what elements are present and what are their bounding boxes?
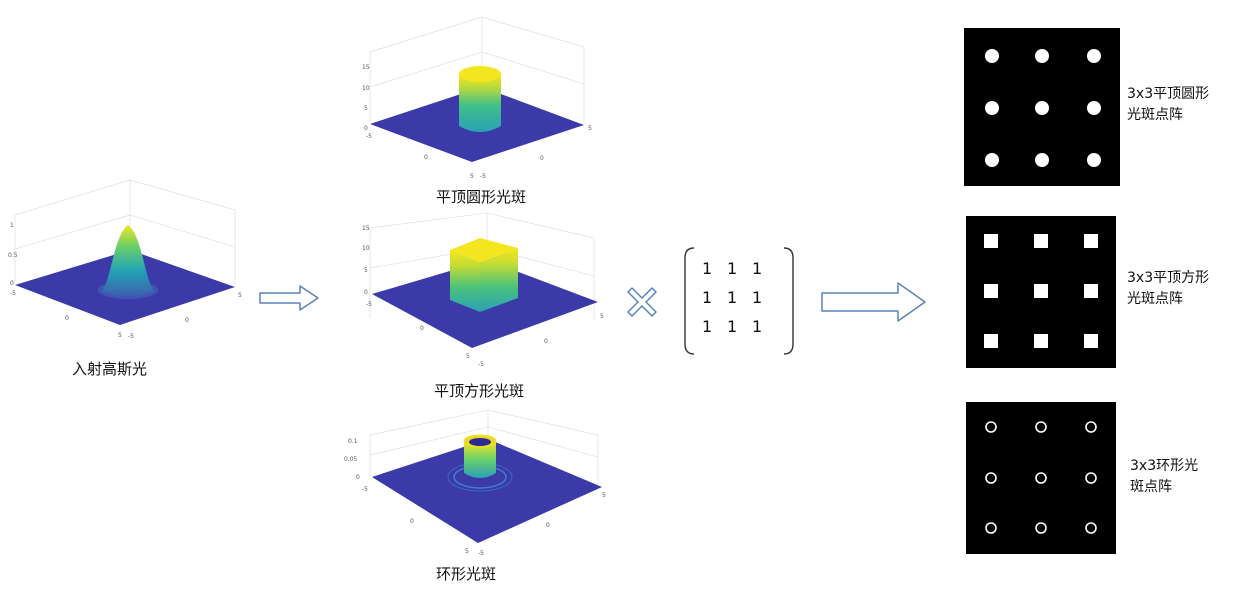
xtick: 5 — [466, 353, 470, 360]
arrow-2 — [820, 280, 928, 328]
ztick: 0.5 — [8, 252, 18, 259]
round-spot-array — [985, 49, 1101, 167]
caption-ring: 环形光斑 — [436, 565, 497, 583]
flat-square-plot-svg: 15 10 5 0 -5 0 5 5 0 -5 — [362, 212, 604, 368]
flat-round-cylinder — [459, 74, 501, 132]
output-round-label-line1: 3x3平顶圆形 — [1127, 86, 1210, 102]
gaussian-peak — [102, 225, 154, 296]
ytick: 0 — [540, 155, 544, 162]
flat-round-plot: 15 10 5 0 -5 0 5 5 0 -5 — [362, 12, 602, 182]
ytick: 0 — [546, 522, 550, 529]
square-spot-array — [984, 234, 1098, 348]
matrix-svg: 1 1 1 1 1 1 1 1 1 — [684, 247, 794, 355]
output-ring-panel — [966, 402, 1116, 554]
ring-spot-array — [985, 421, 1097, 534]
matrix-cell: 1 — [727, 288, 737, 307]
output-ring-label-line2: 斑点阵 — [1130, 479, 1172, 495]
ytick: -5 — [478, 550, 484, 557]
caption-flat-square: 平顶方形光斑 — [434, 382, 525, 400]
ytick: 5 — [238, 292, 242, 299]
ztick: 0 — [10, 280, 14, 287]
ytick: -5 — [128, 333, 134, 340]
xtick: 5 — [470, 173, 474, 180]
matrix-cell: 1 — [727, 317, 737, 336]
ztick: 0.05 — [344, 456, 358, 463]
xtick: -5 — [366, 301, 372, 308]
xtick: 0 — [65, 315, 69, 322]
multiply-symbol — [624, 284, 660, 324]
output-round-label: 3x3平顶圆形 光斑点阵 — [1127, 84, 1209, 126]
output-ring-label-line1: 3x3环形光 — [1130, 458, 1199, 474]
ztick: 15 — [362, 225, 370, 232]
ztick: 0.1 — [348, 438, 358, 445]
ytick: 5 — [588, 125, 592, 132]
ytick: 5 — [602, 492, 606, 499]
ytick: 0 — [544, 338, 548, 345]
ztick: 0 — [356, 474, 360, 481]
matrix-bracket-right — [783, 247, 794, 355]
matrix-cell: 1 — [702, 259, 712, 278]
matrix: 1 1 1 1 1 1 1 1 1 — [682, 244, 802, 363]
matrix-cell: 1 — [702, 288, 712, 307]
output-ring-label: 3x3环形光 斑点阵 — [1130, 456, 1198, 498]
flat-round-plot-svg: 15 10 5 0 -5 0 5 5 0 -5 — [362, 16, 592, 180]
xtick: 5 — [118, 332, 122, 339]
ztick: 15 — [362, 64, 370, 71]
arrow-right-icon — [259, 285, 319, 311]
xtick: 0 — [410, 518, 414, 525]
xtick: -5 — [10, 290, 16, 297]
flat-square-side-left — [450, 250, 480, 312]
caption-gaussian: 入射高斯光 — [72, 360, 148, 378]
ztick: 5 — [364, 267, 368, 274]
output-square-label: 3x3平顶方形 光斑点阵 — [1127, 268, 1209, 310]
arrow-1 — [258, 284, 320, 316]
matrix-cell: 1 — [752, 317, 762, 336]
ytick: 0 — [185, 317, 189, 324]
matrix-bracket-left — [684, 247, 695, 355]
ztick: 0 — [364, 289, 368, 296]
ring-wall — [464, 441, 496, 478]
ytick: -5 — [478, 361, 484, 368]
ytick: -5 — [480, 173, 486, 180]
ztick: 10 — [362, 245, 370, 252]
matrix-cell: 1 — [752, 288, 762, 307]
gaussian-plot-svg: 1 0.5 0 -5 0 5 5 0 -5 — [8, 179, 242, 340]
xtick: -5 — [362, 486, 368, 493]
flat-square-top — [450, 238, 518, 262]
multiply-icon — [627, 287, 657, 317]
axes-box — [14, 179, 236, 285]
ztick: 0 — [364, 125, 368, 132]
output-round-label-line2: 光斑点阵 — [1127, 107, 1183, 123]
xtick: 5 — [465, 548, 469, 555]
output-round-panel — [964, 28, 1120, 186]
ztick: 5 — [364, 105, 368, 112]
xtick: -5 — [366, 133, 372, 140]
output-square-label-line1: 3x3平顶方形 — [1127, 270, 1210, 286]
flat-square-side-right — [480, 248, 518, 312]
arrow-right-icon — [821, 282, 926, 322]
ytick: 5 — [600, 313, 604, 320]
ring-plot-svg: 0.1 0.05 0 -5 0 5 5 0 -5 — [344, 409, 606, 557]
ztick: 1 — [10, 222, 14, 229]
output-square-panel — [966, 216, 1116, 368]
ring-plot: 0.1 0.05 0 -5 0 5 5 0 -5 — [340, 405, 610, 565]
matrix-cell: 1 — [702, 317, 712, 336]
gaussian-plot: 1 0.5 0 -5 0 5 5 0 -5 — [8, 175, 245, 340]
xtick: 0 — [424, 154, 428, 161]
output-square-label-line2: 光斑点阵 — [1127, 291, 1183, 307]
flat-square-plot: 15 10 5 0 -5 0 5 5 0 -5 — [362, 208, 607, 378]
matrix-cell: 1 — [752, 259, 762, 278]
xtick: 0 — [420, 325, 424, 332]
matrix-cell: 1 — [727, 259, 737, 278]
ztick: 10 — [362, 85, 370, 92]
caption-flat-round: 平顶圆形光斑 — [436, 188, 527, 206]
